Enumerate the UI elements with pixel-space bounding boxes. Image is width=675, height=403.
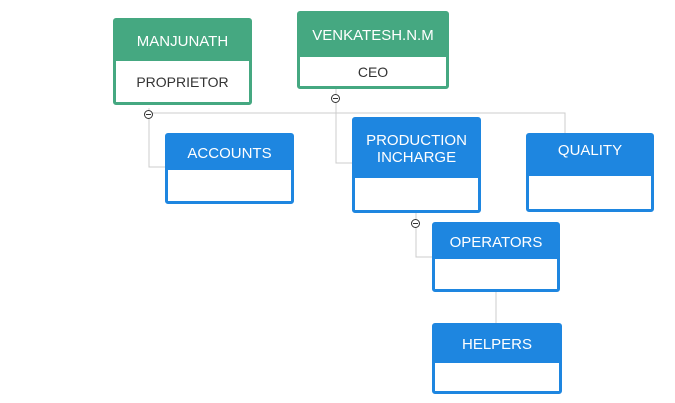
node-name: HELPERS <box>435 326 559 363</box>
node-title <box>529 176 651 209</box>
node-accounts[interactable]: ACCOUNTS <box>165 133 294 204</box>
node-title <box>435 259 557 289</box>
node-title <box>355 178 478 210</box>
node-production-incharge[interactable]: PRODUCTION INCHARGE <box>352 117 481 213</box>
node-title: PROPRIETOR <box>136 73 229 90</box>
connector-venkatesh-production <box>335 89 354 164</box>
collapse-toggle-manjunath[interactable] <box>144 110 153 119</box>
node-name: MANJUNATH <box>116 21 249 61</box>
connector-manjunath-accounts <box>148 108 167 168</box>
node-title <box>168 170 291 201</box>
node-quality[interactable]: QUALITY <box>526 133 654 212</box>
node-helpers[interactable]: HELPERS <box>432 323 562 394</box>
node-title: CEO <box>357 63 389 80</box>
connector-spine <box>149 112 566 133</box>
node-manjunath[interactable]: MANJUNATH PROPRIETOR <box>113 18 252 105</box>
node-name: ACCOUNTS <box>168 136 291 170</box>
node-name: OPERATORS <box>435 225 557 259</box>
node-name: VENKATESH.N.M <box>300 14 446 57</box>
node-title <box>435 363 559 391</box>
node-name: QUALITY <box>529 136 651 176</box>
node-name: PRODUCTION INCHARGE <box>355 120 478 178</box>
node-operators[interactable]: OPERATORS <box>432 222 560 292</box>
collapse-toggle-venkatesh[interactable] <box>331 94 340 103</box>
node-venkatesh[interactable]: VENKATESH.N.M CEO <box>297 11 449 89</box>
collapse-toggle-production[interactable] <box>411 219 420 228</box>
